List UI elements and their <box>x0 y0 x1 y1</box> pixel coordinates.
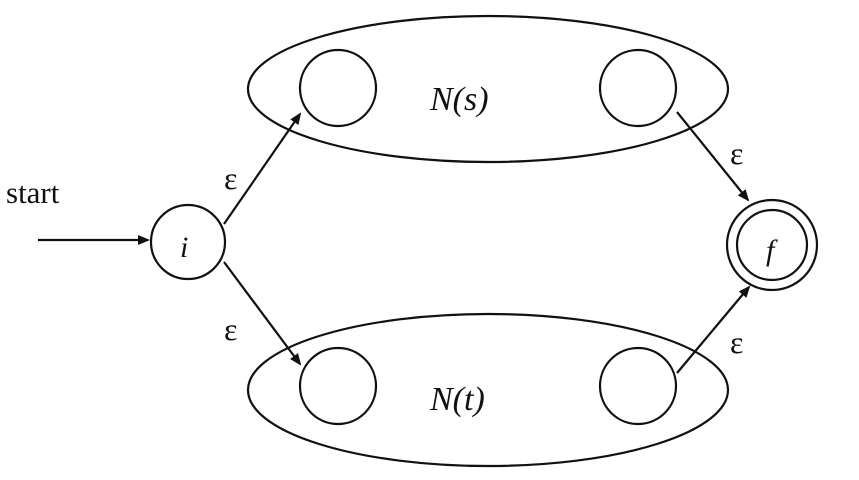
machine-s-boundary <box>246 14 730 164</box>
epsilon-label-s-to-f: ε <box>730 135 743 171</box>
epsilon-transition-i-to-s <box>223 112 302 225</box>
epsilon-transition-t-to-f <box>676 285 751 374</box>
epsilon-label-t-to-f: ε <box>730 324 743 360</box>
initial-state <box>149 203 227 281</box>
final-state-outer-ring <box>725 198 819 292</box>
machine-s-accept-state <box>598 48 678 128</box>
epsilon-label-i-to-s: ε <box>224 160 237 196</box>
final-state-inner-ring <box>735 208 809 282</box>
final-state-label: f <box>766 234 778 267</box>
epsilon-transition-s-to-f <box>676 111 750 202</box>
machine-s-start-state <box>298 48 378 128</box>
initial-state-label: i <box>180 231 188 264</box>
machine-t-label: N(t) <box>429 381 485 418</box>
machine-s-label: N(s) <box>429 81 489 118</box>
epsilon-label-i-to-t: ε <box>224 311 237 347</box>
epsilon-transition-i-to-t <box>223 261 302 366</box>
start-label: start <box>6 175 60 210</box>
machine-t-boundary <box>246 312 730 468</box>
machine-t-start-state <box>298 346 378 426</box>
machine-t-accept-state <box>598 346 678 426</box>
